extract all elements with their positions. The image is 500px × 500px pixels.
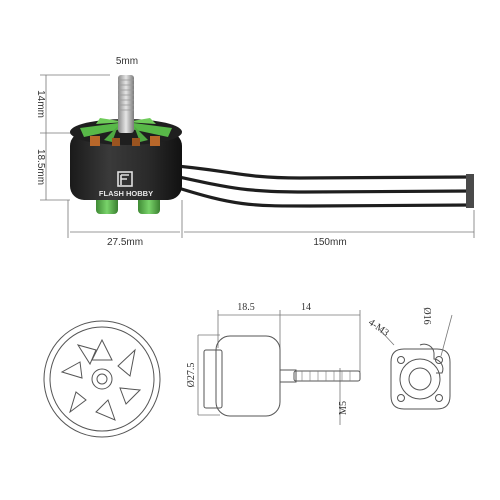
mount-plate [390, 348, 451, 410]
motor-wires [164, 163, 474, 208]
copper-windings [90, 136, 160, 146]
side-shaft-length-label: 14 [301, 302, 311, 313]
motor-photo: FLASH HOBBY 5mm 14mm 18.5mm 27.5mm 150mm [35, 56, 475, 248]
side-body-length-label: 18.5 [237, 302, 255, 313]
shaft-thread-label: M5 [338, 401, 349, 415]
motor-height-label: 18.5mm [35, 149, 46, 185]
photo-dimension-lines [40, 74, 475, 238]
mount-circle-label: Ø16 [421, 307, 432, 324]
shaft-diameter-label: 5mm [116, 56, 138, 67]
motor-shaft [118, 75, 134, 133]
flash-hobby-logo-icon [117, 171, 133, 187]
motor-diameter-label: 27.5mm [107, 237, 143, 248]
front-view-spokes [60, 338, 142, 421]
side-view-drawing: 18.5 14 Ø27.5 M5 [186, 302, 361, 425]
motor-body: FLASH HOBBY [70, 118, 182, 200]
front-view-drawing [43, 320, 161, 438]
mount-view-drawing: 4-M3 Ø16 [366, 307, 453, 410]
wire-length-label: 150mm [313, 237, 346, 248]
side-diameter-label: Ø27.5 [186, 363, 197, 388]
bell-spokes [80, 118, 172, 142]
mount-holes-label: 4-M3 [366, 317, 391, 339]
brand-label: FLASH HOBBY [99, 189, 153, 198]
shaft-height-label: 14mm [35, 90, 46, 118]
